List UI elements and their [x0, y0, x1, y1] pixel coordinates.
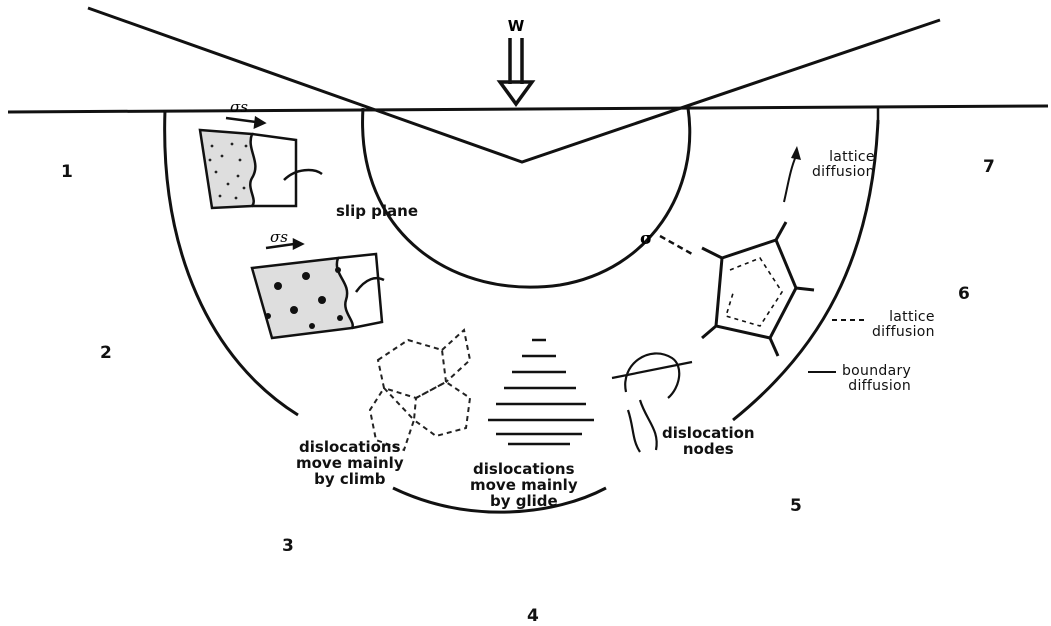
- outer-zone-boundary-left: [163, 109, 299, 417]
- load-label: W: [508, 17, 525, 35]
- specimen-surface-line: [7, 104, 1049, 114]
- inner-zone-boundary: [361, 107, 692, 289]
- slip-plane-label: slip plane: [336, 202, 419, 220]
- glide-dislocation-pile: [488, 338, 594, 446]
- region-number-3: 3: [282, 536, 294, 556]
- outer-zone-boundary-right: [732, 119, 880, 422]
- climb-label: dislocations move mainly by climb: [296, 438, 404, 488]
- slip-block-lower: [250, 237, 385, 340]
- grain-pentagon: [701, 221, 815, 357]
- indenter-outline: [87, 6, 941, 164]
- region-number-5: 5: [790, 496, 802, 516]
- dislocation-cell-network: [368, 328, 472, 452]
- region-number-1: 1: [61, 162, 73, 182]
- arrowhead-top: [791, 146, 801, 160]
- lattice-diffusion-arrow-top: [783, 155, 797, 203]
- region-number-6: 6: [958, 284, 970, 304]
- region-number-7: 7: [983, 157, 995, 177]
- shear-stress-label-lower: σs: [270, 228, 288, 246]
- outer-zone-boundary-bottom: [392, 486, 607, 514]
- slip-block-upper: [198, 115, 323, 210]
- nodes-label: dislocation nodes: [662, 424, 755, 458]
- shear-stress-label-upper: σs: [230, 98, 248, 116]
- load-arrow-icon: [496, 38, 536, 107]
- glide-label: dislocations move mainly by glide: [470, 460, 578, 510]
- dislocation-node: [611, 352, 693, 453]
- precipitates-lower: [265, 267, 343, 329]
- stipple-dots-upper: [208, 142, 248, 200]
- lattice-diffusion-label-top: lattice diffusion: [812, 149, 875, 180]
- region-number-4: 4: [527, 606, 539, 626]
- region-number-2: 2: [100, 343, 112, 363]
- stress-label: σ: [640, 229, 653, 249]
- stress-arrow-dashed: [659, 234, 693, 256]
- lattice-diffusion-label-mid: lattice diffusion: [872, 309, 935, 340]
- boundary-diffusion-label: boundary diffusion: [842, 363, 912, 394]
